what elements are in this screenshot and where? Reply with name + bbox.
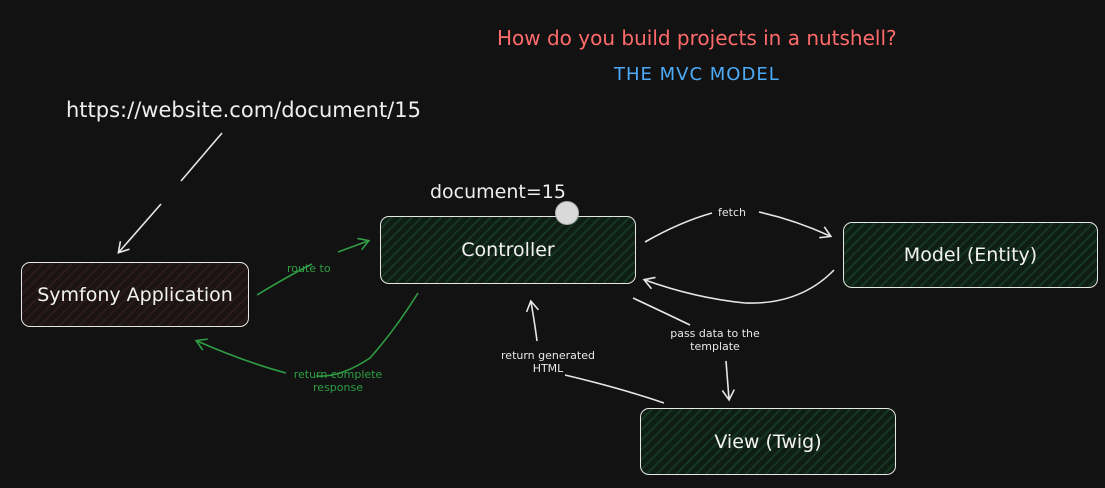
pass-data-arrow [721, 360, 735, 402]
pass-data-line [632, 297, 691, 326]
return-response-arrow [197, 292, 419, 377]
pass-data-label: pass data to the template [655, 327, 775, 353]
pass-data-label-line2: template [690, 340, 740, 353]
pass-data-label-line1: pass data to the [670, 327, 760, 340]
url-to-symfony-line-a [180, 132, 223, 182]
controller-node[interactable]: Controller [380, 216, 636, 284]
view-twig-node[interactable]: View (Twig) [640, 408, 896, 475]
controller-label: Controller [461, 239, 555, 261]
route-parameter: document=15 [430, 181, 566, 203]
return-html-line [564, 374, 665, 404]
view-twig-label: View (Twig) [714, 430, 822, 453]
return-response-label: return complete response [283, 368, 393, 394]
connection-handle[interactable] [555, 201, 579, 225]
symfony-application-node[interactable]: Symfony Application [21, 262, 249, 327]
fetch-arrow [644, 211, 830, 242]
model-entity-node[interactable]: Model (Entity) [843, 222, 1098, 288]
return-response-label-line1: return complete [293, 368, 383, 381]
return-html-label-line1: return generated [501, 349, 595, 362]
model-return-arrow [642, 269, 835, 304]
return-html-label-line2: HTML [532, 362, 564, 375]
return-response-label-line2: response [313, 381, 363, 394]
model-entity-label: Model (Entity) [903, 244, 1038, 266]
return-html-label: return generated HTML [488, 349, 608, 375]
url-to-symfony-arrow [117, 203, 162, 254]
symfony-application-label: Symfony Application [37, 283, 233, 306]
fetch-label: fetch [718, 206, 746, 219]
route-to-label: route to [287, 262, 331, 275]
return-html-arrow [525, 299, 540, 342]
diagram-title: How do you build projects in a nutshell? [497, 26, 897, 50]
diagram-subtitle: THE MVC MODEL [614, 64, 780, 85]
route-to-arrow [256, 241, 368, 296]
request-url: https://website.com/document/15 [66, 98, 421, 122]
